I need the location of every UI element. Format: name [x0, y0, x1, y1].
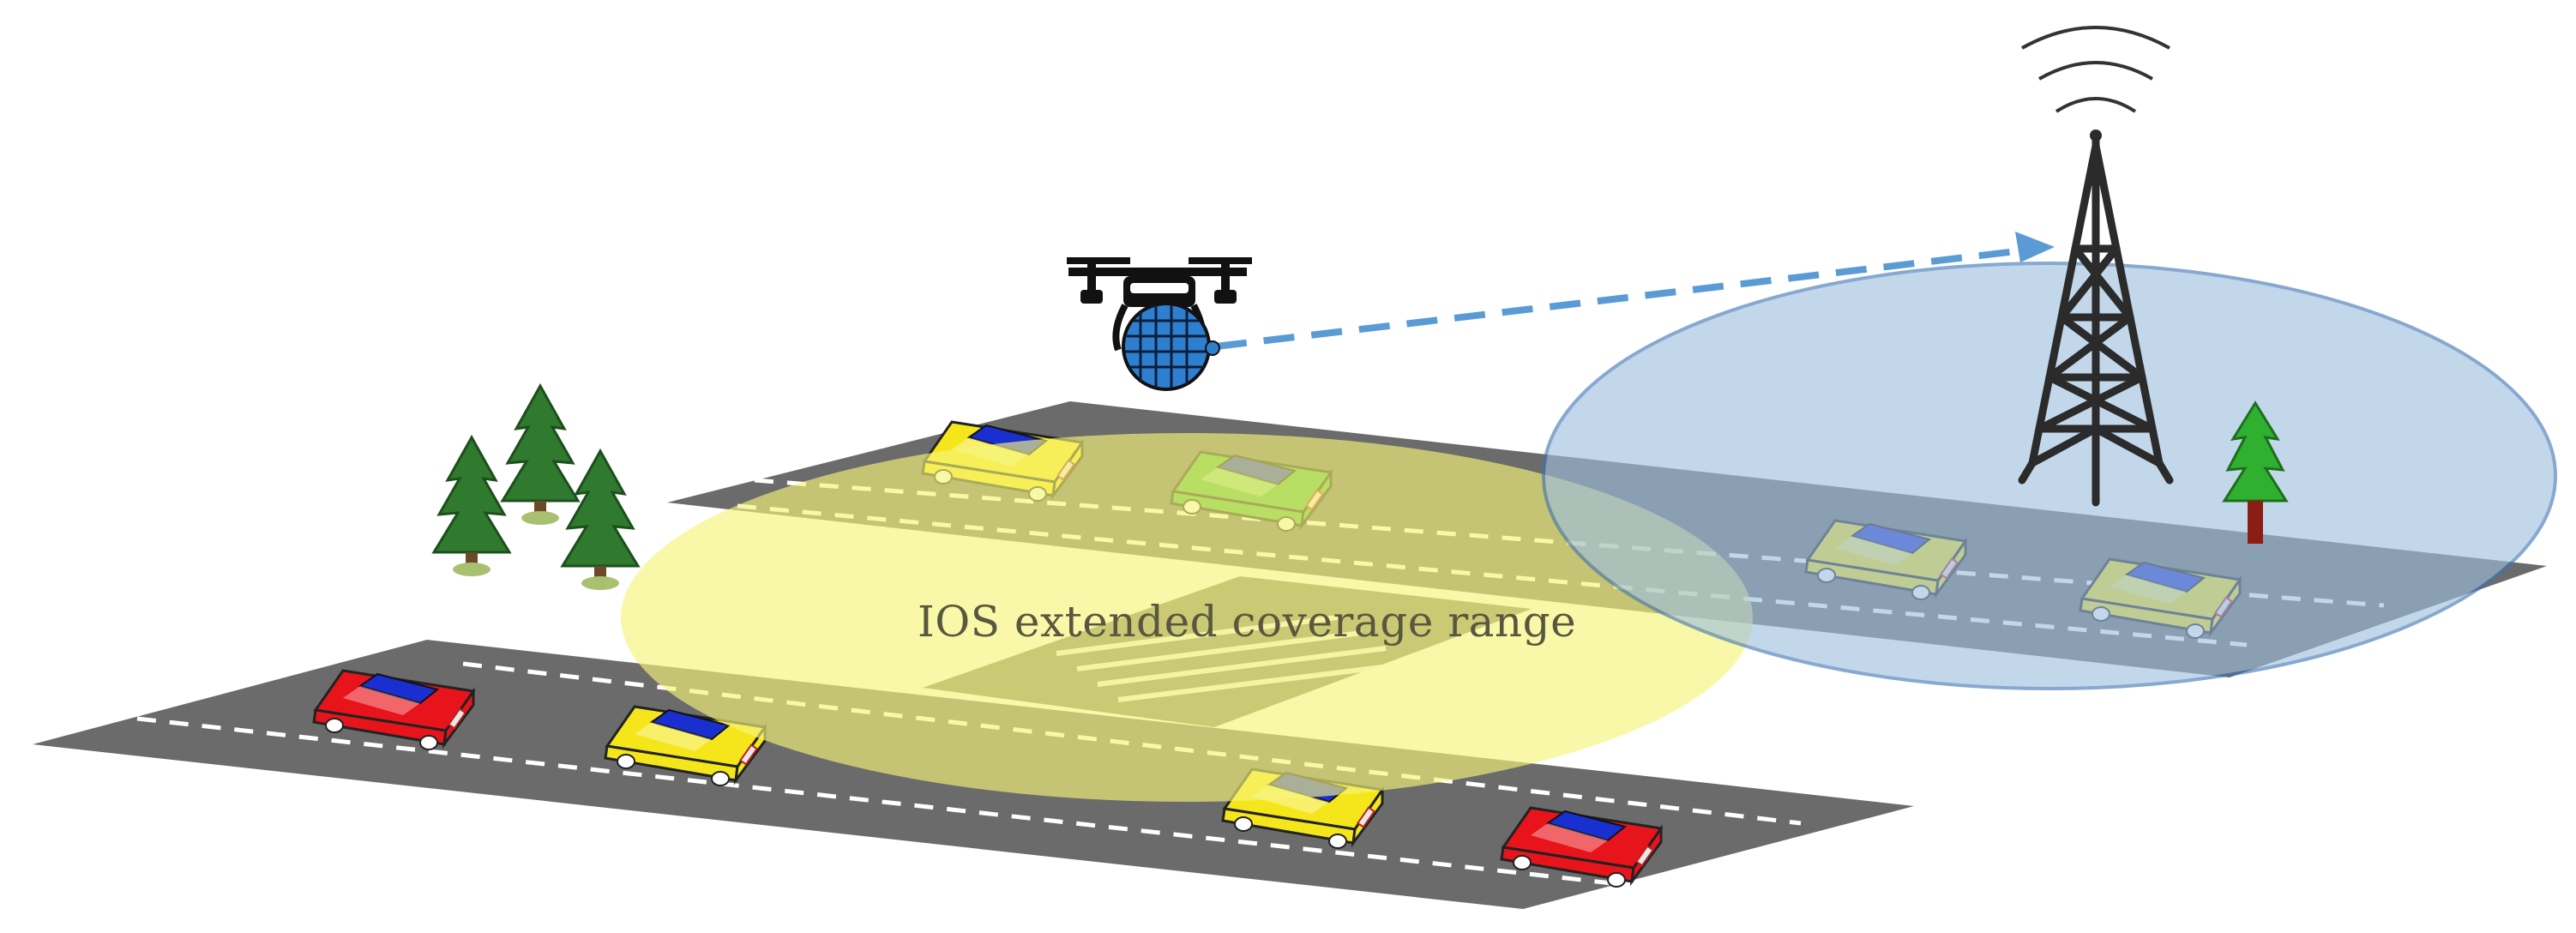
signal-waves-icon — [2021, 26, 2170, 113]
tower-antenna-tip — [2090, 129, 2102, 141]
ios-panel-icon — [1122, 302, 1220, 391]
bs-coverage-area — [1542, 262, 2557, 690]
uav-bs-link-arrow — [1215, 232, 2055, 350]
tree-icon — [2222, 400, 2289, 544]
tree-icon — [561, 449, 640, 592]
ios-coverage-area — [621, 433, 1753, 802]
cell-tower-icon — [2018, 133, 2174, 507]
tree-icon — [501, 384, 580, 527]
coverage-label: IOS extended coverage range — [918, 597, 1576, 647]
drone-icon — [1067, 257, 1252, 352]
tree-icon — [432, 436, 511, 578]
